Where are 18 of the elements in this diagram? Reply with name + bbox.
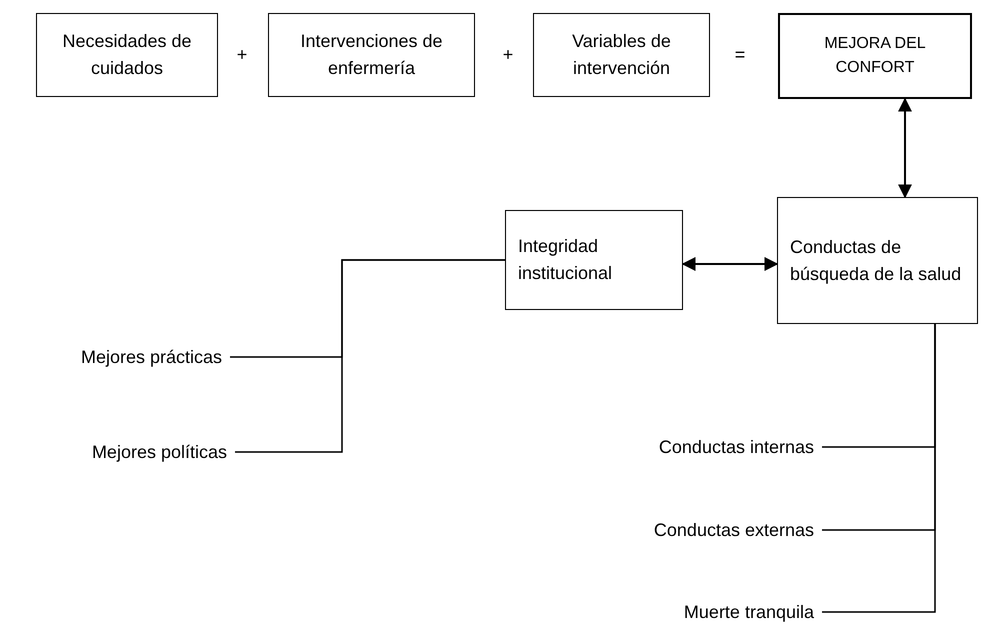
operator-sign: + <box>236 44 248 66</box>
concept-box: Intervenciones de enfermería <box>268 13 475 97</box>
operator-sign: = <box>734 44 746 66</box>
operator-sign: + <box>502 44 514 66</box>
branch-label: Mejores políticas <box>10 439 235 465</box>
connector-line <box>822 324 936 613</box>
connector-line <box>235 259 505 453</box>
concept-box: Necesidades de cuidados <box>36 13 218 97</box>
branch-label: Mejores prácticas <box>10 344 230 370</box>
concept-box: Integridad institucional <box>505 210 683 310</box>
branch-label: Conductas externas <box>580 517 822 543</box>
double-arrow <box>682 257 778 271</box>
concept-box: Conductas de búsqueda de la salud <box>777 197 978 324</box>
double-arrow <box>898 98 912 198</box>
branch-label: Muerte tranquila <box>580 599 822 625</box>
concept-box: MEJORA DEL CONFORT <box>778 13 972 99</box>
concept-box: Variables de intervención <box>533 13 710 97</box>
branch-label: Conductas internas <box>580 434 822 460</box>
